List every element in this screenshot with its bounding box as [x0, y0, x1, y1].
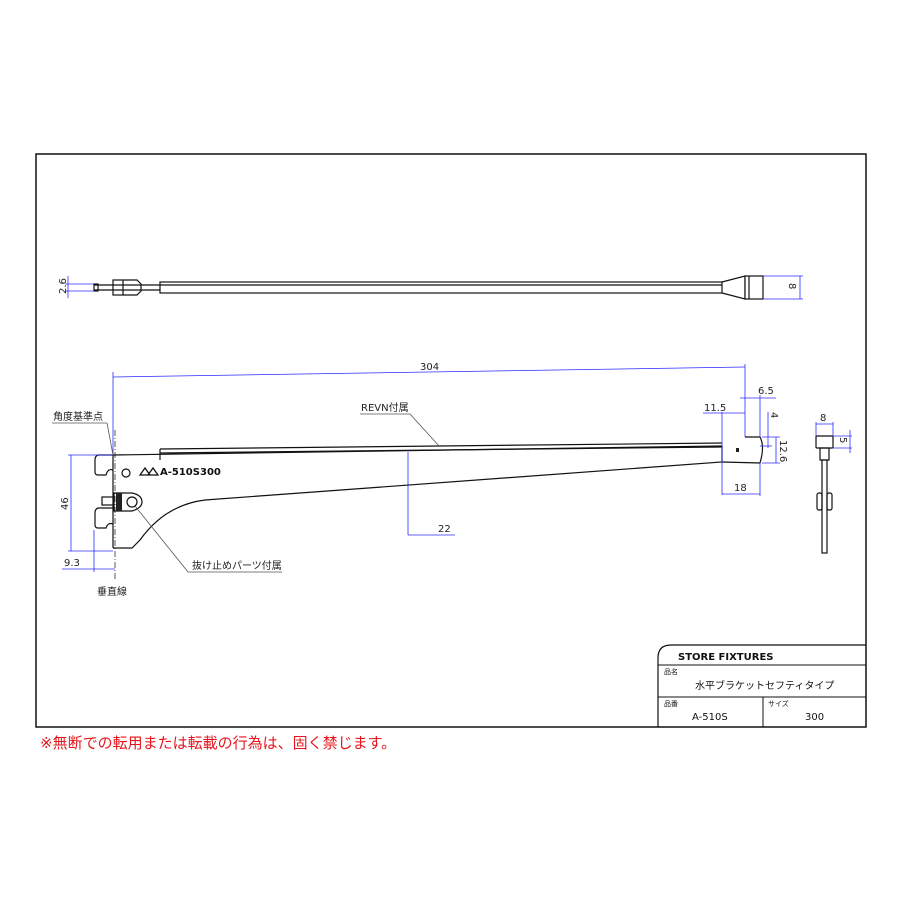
dim-hook-offset: 9.3 — [64, 558, 80, 569]
stamp-size: 300 — [200, 467, 221, 478]
drawing-frame — [35, 153, 867, 728]
dim-end-height: 5 — [837, 437, 848, 443]
dim-top-width: 2.6 — [58, 278, 69, 294]
brand-logo-icon — [138, 466, 160, 476]
dimensions-side: 304 6.5 11.5 4 12.6 18 22 46 9.3 — [60, 362, 788, 572]
dim-tip-offset: 6.5 — [758, 386, 774, 397]
dim-top-end: 8 — [786, 283, 797, 289]
product-name: 水平ブラケットセフティタイプ — [695, 679, 834, 692]
name-label: 品名 — [664, 667, 678, 676]
label-angle-reference: 角度基準点 — [53, 410, 103, 423]
top-view: 2.6 8 — [58, 275, 803, 300]
callouts: 角度基準点 REVN付属 抜け止めパーツ付属 垂直線 — [52, 401, 441, 598]
dim-end-width: 8 — [820, 413, 826, 424]
dim-tip-depth: 4 — [768, 412, 779, 418]
product-size: 300 — [805, 712, 824, 723]
stamp-model: A-510S — [160, 467, 200, 478]
dim-arm-height: 22 — [438, 524, 451, 535]
product-code: A-510S — [692, 712, 728, 723]
dim-tip-inner: 11.5 — [704, 403, 726, 414]
dim-tip-height: 12.6 — [777, 440, 788, 462]
code-label: 品番 — [664, 700, 678, 708]
end-view: 8 5 — [815, 413, 852, 554]
side-view: A-510S 300 — [94, 430, 764, 580]
label-vertical-line: 垂直線 — [97, 585, 127, 598]
dim-tip-length: 18 — [734, 483, 747, 494]
label-revn: REVN付属 — [361, 401, 409, 414]
company-name: STORE FIXTURES — [678, 652, 773, 663]
title-block: STORE FIXTURES 品名 水平ブラケットセフティタイプ 品番 A-51… — [657, 644, 866, 727]
copyright-warning: ※無断での転用または転載の行為は、固く禁じます。 — [40, 734, 397, 752]
label-stopper: 抜け止めパーツ付属 — [192, 559, 282, 572]
size-label: サイズ — [768, 699, 789, 708]
dim-hook-height: 46 — [60, 497, 71, 510]
dim-length: 304 — [420, 362, 439, 373]
